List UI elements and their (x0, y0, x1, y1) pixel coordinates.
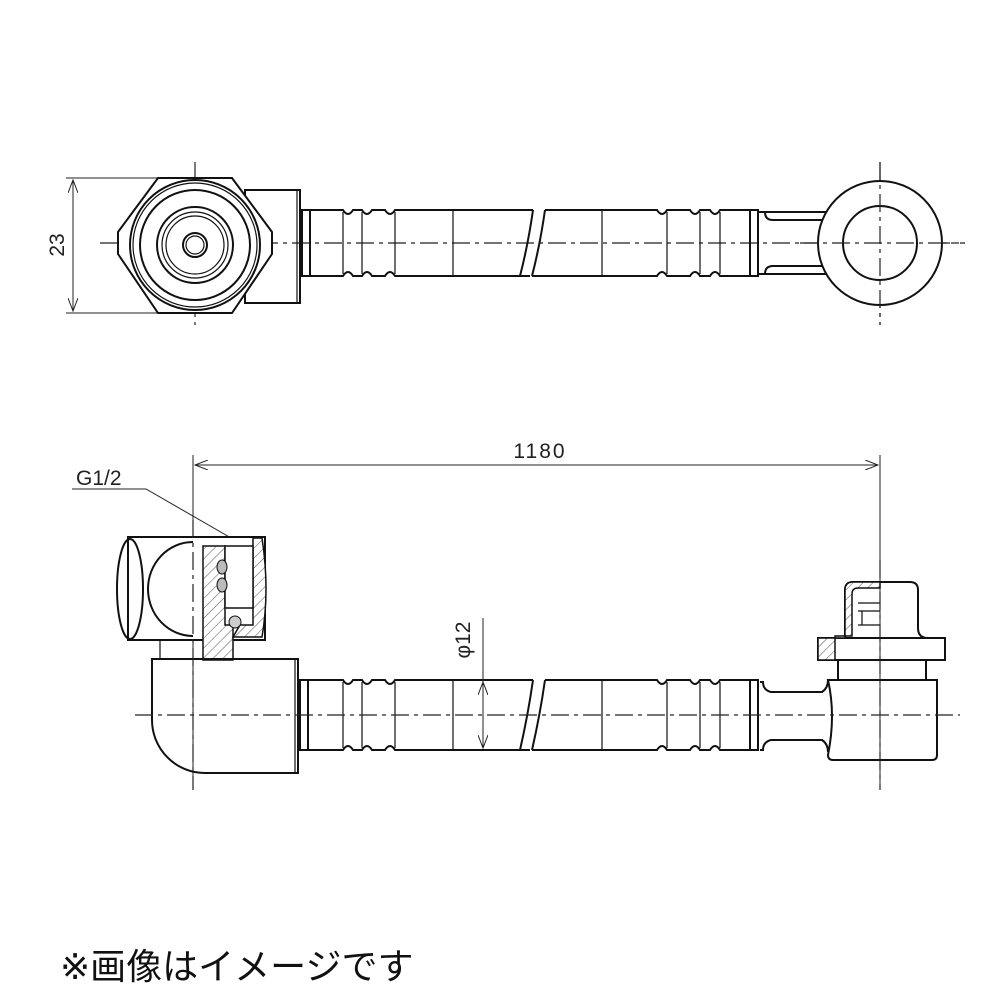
thread-leader-line (72, 488, 246, 547)
side-view: 1180 G1/2 (72, 440, 960, 790)
length-dimension-label: 1180 (513, 440, 566, 463)
elbow-fitting (151, 658, 299, 774)
top-view: 23 (46, 162, 965, 325)
thread-label: G1/2 (76, 467, 122, 490)
height-dimension-label: 23 (46, 233, 69, 256)
hex-nut (117, 177, 273, 314)
diameter-label: φ12 (452, 622, 475, 659)
banjo-fitting-side (757, 581, 946, 761)
nut-face-circles (129, 179, 261, 311)
image-disclaimer-note: ※画像はイメージです (60, 947, 414, 988)
swivel-nut-section (116, 536, 267, 661)
height-dimension: 23 (46, 177, 160, 314)
hose (301, 209, 830, 277)
